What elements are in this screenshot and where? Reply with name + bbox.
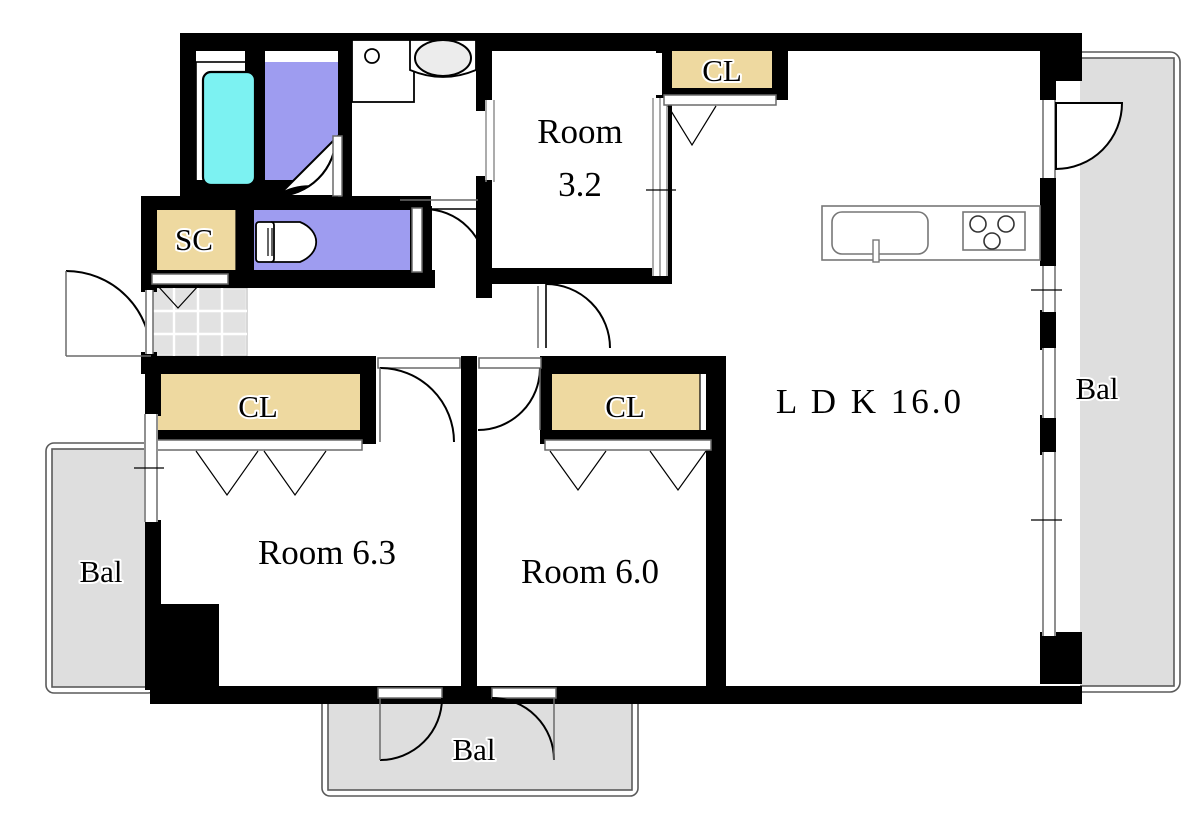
storage-sc-label: SC bbox=[175, 222, 213, 257]
closet-room60-label: CL bbox=[605, 389, 645, 424]
kitchen-counter bbox=[821, 205, 1041, 263]
entrance-tile-floor bbox=[148, 286, 249, 358]
room32-label-line2: 3.2 bbox=[558, 165, 602, 204]
structural-walls bbox=[141, 33, 1082, 704]
balcony-left-label: Bal bbox=[79, 554, 122, 589]
closet-fills bbox=[151, 39, 779, 441]
washroom-door[interactable] bbox=[411, 207, 487, 273]
closet-room60 bbox=[544, 371, 701, 441]
closet-room60-doors[interactable] bbox=[544, 439, 712, 492]
balcony-right-windows[interactable] bbox=[1031, 266, 1062, 636]
room60-label: Room 6.0 bbox=[521, 552, 659, 591]
kitchen-sink bbox=[831, 211, 929, 255]
storage-sc-door[interactable] bbox=[151, 273, 229, 309]
bathtub-fixture bbox=[195, 61, 263, 196]
entrance-door[interactable] bbox=[65, 270, 154, 357]
balcony-bottom bbox=[321, 693, 639, 797]
room32-hallway-door[interactable] bbox=[537, 283, 611, 349]
bathroom-door[interactable] bbox=[275, 133, 343, 197]
closet-room63-label: CL bbox=[238, 389, 278, 424]
washbasin-fixture bbox=[409, 39, 477, 78]
balcony-right-door[interactable] bbox=[1040, 100, 1124, 178]
room63-label: Room 6.3 bbox=[258, 533, 396, 572]
room32-label-line1: Room bbox=[537, 112, 623, 151]
washer-space-fixture bbox=[351, 39, 415, 103]
room60-door[interactable] bbox=[477, 357, 542, 431]
room32-right-sliding-door[interactable] bbox=[646, 98, 676, 276]
room32-left-sliding-door[interactable] bbox=[485, 100, 495, 182]
balcony-left-window[interactable] bbox=[134, 414, 164, 522]
closet-room32-label: CL bbox=[702, 53, 742, 88]
room63-door[interactable] bbox=[377, 357, 461, 443]
balcony-bottom-label: Bal bbox=[452, 732, 495, 767]
balcony-right-label: Bal bbox=[1075, 371, 1118, 406]
plan-labels: Room 3.2 L D K 16.0 Room 6.3 Room 6.0 CL… bbox=[77, 51, 1120, 769]
closet-room32-doors[interactable] bbox=[663, 94, 777, 147]
ldk-label: L D K 16.0 bbox=[776, 382, 964, 421]
balcony-bottom-doors[interactable] bbox=[377, 687, 557, 761]
toilet-fixture bbox=[255, 221, 318, 263]
washroom-partition bbox=[324, 188, 483, 262]
balcony-left bbox=[45, 442, 157, 694]
